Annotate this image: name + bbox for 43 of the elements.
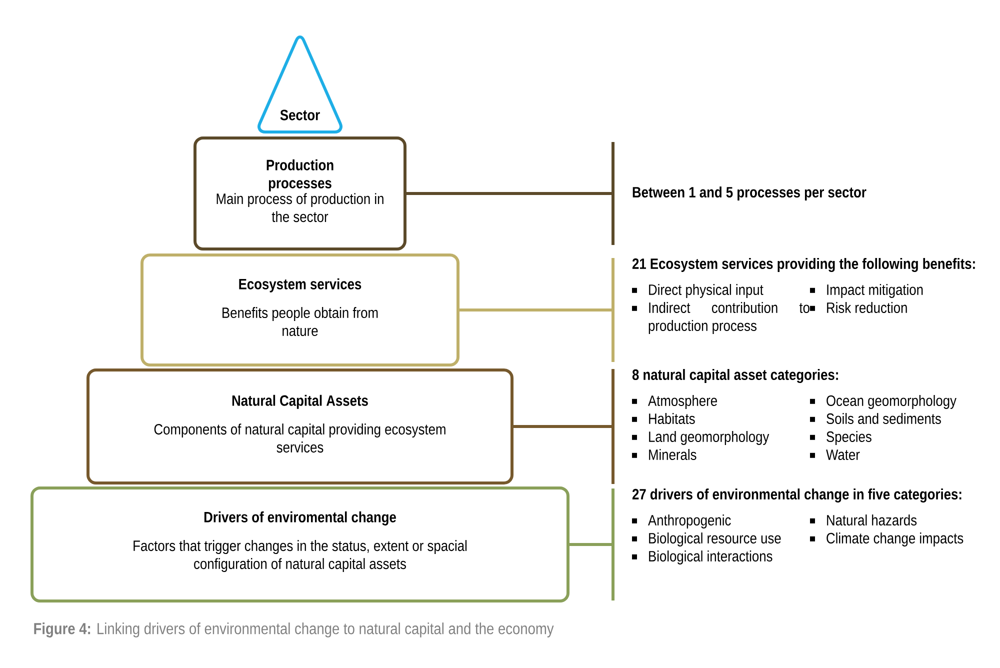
- trapezoid-level: [30, 486, 570, 602]
- bullet-item: Biological interactions: [632, 550, 772, 564]
- bracket-text-panel: [612, 142, 866, 245]
- panel-heading: 8 natural capital asset categories:: [632, 369, 838, 384]
- bullet-item: Soils and sediments: [810, 413, 941, 424]
- bracket-text-panel: [612, 258, 975, 362]
- connector-line: [568, 543, 613, 546]
- trapezoid-level: [194, 136, 406, 250]
- connector-line: [458, 308, 613, 312]
- bullet-item: Species: [810, 431, 872, 445]
- bullet-item: Risk reduction: [810, 302, 907, 314]
- bullet-item: Minerals: [632, 449, 696, 460]
- level-description: Components of natural capital providing ecosystem services: [154, 424, 446, 453]
- bullet-item: Direct physical input: [632, 284, 764, 298]
- level-description: Main process of production in the sector: [216, 193, 384, 222]
- bullet-item: Biological resource use: [632, 532, 781, 546]
- level-title: Production processes: [266, 159, 334, 192]
- connector-line: [405, 192, 613, 195]
- caption: Figure 4: Linking drivers of environmental change to natural capital and the economy: [34, 622, 554, 638]
- level-title: Natural Capital Assets: [232, 394, 368, 409]
- bullet-item: Water: [810, 450, 860, 460]
- bullet-item: Ocean geomorphology: [810, 395, 956, 409]
- bullet-item: Anthropogenic: [632, 514, 731, 528]
- trapezoid-level: [86, 368, 514, 484]
- level-title: Drivers of enviromental change: [204, 511, 396, 526]
- connector-line: [512, 425, 613, 428]
- level-title: Ecosystem services: [239, 278, 362, 292]
- bullet-item: Land geomorphology: [632, 431, 770, 445]
- bullet-item: Climate change impacts: [810, 532, 964, 546]
- bracket-text-panel: [612, 369, 956, 484]
- triangle: Sector: [258, 36, 342, 134]
- panel-heading: Between 1 and 5 processes per sector: [632, 186, 866, 200]
- level-description: Benefits people obtain from nature: [222, 307, 378, 336]
- level-description: Factors that trigger changes in the status, extent or spacial configuration of natural capital assets: [134, 540, 467, 572]
- bullet-item: Atmosphere: [632, 395, 717, 409]
- trapezoid-level: [140, 254, 460, 366]
- bullet-item: Habitats: [632, 413, 695, 424]
- panel-heading: 27 drivers of environmental change in five categories:: [632, 488, 962, 503]
- bullet-item: Impact mitigation: [810, 284, 923, 298]
- bullet-item: Natural hazards: [810, 514, 917, 526]
- bracket-text-panel: [612, 488, 964, 600]
- bullet-item: Indirect contribution to production process: [632, 302, 810, 334]
- panel-heading: 21 Ecosystem services providing the following benefits:: [632, 258, 975, 272]
